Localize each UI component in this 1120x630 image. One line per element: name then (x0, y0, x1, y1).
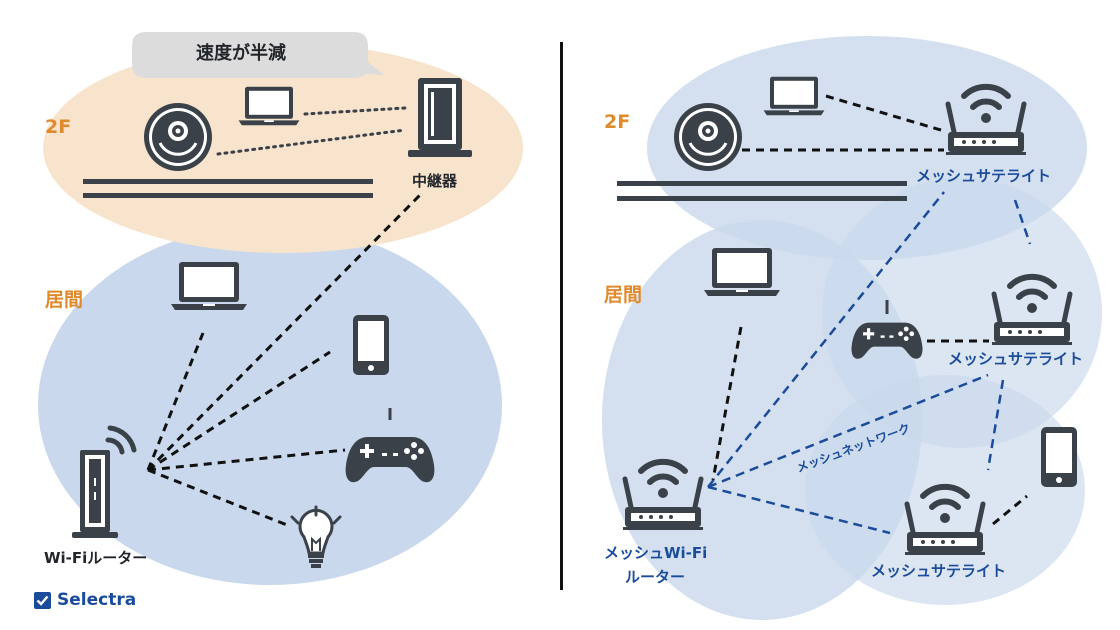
repeater-label: 中継器 (412, 172, 458, 190)
check-icon (34, 592, 51, 609)
bubble-text: 速度が半減 (196, 43, 286, 64)
floor-label-living: 居間 (604, 284, 643, 306)
floor-label-2f: 2F (604, 111, 631, 133)
repeater-icon (408, 78, 472, 157)
speech-bubble (132, 32, 384, 78)
zone-satellite-bottom (805, 375, 1085, 605)
floor-line (617, 181, 907, 186)
left-panel (38, 32, 523, 585)
satellite-label-bottom: メッシュサテライト (871, 562, 1007, 580)
router-label: Wi-Fiルーター (44, 549, 148, 567)
zone-satellite-mid (822, 178, 1102, 448)
zone-living-room (38, 225, 502, 585)
robot-vacuum-icon (142, 101, 214, 173)
brand-logo: Selectra (34, 592, 136, 609)
wifi-router-icon (72, 425, 137, 538)
floor-label-living: 居間 (45, 289, 84, 311)
zone-2f (43, 43, 523, 253)
floor-line (83, 179, 373, 184)
satellite-label-mid: メッシュサテライト (948, 350, 1084, 368)
floor-line (83, 193, 373, 198)
smartphone-icon (353, 315, 389, 375)
floor-label-2f: 2F (45, 116, 72, 138)
right-panel (602, 36, 1102, 620)
satellite-label-top: メッシュサテライト (916, 167, 1052, 185)
mesh-router-label-line1: メッシュWi-Fi (604, 544, 708, 562)
panel-divider (560, 42, 563, 590)
smartphone-icon (1041, 427, 1077, 487)
brand-name: Selectra (57, 590, 137, 610)
floor-line (617, 196, 907, 201)
robot-vacuum-icon (672, 101, 744, 173)
mesh-router-label-line2: ルーター (625, 568, 686, 586)
